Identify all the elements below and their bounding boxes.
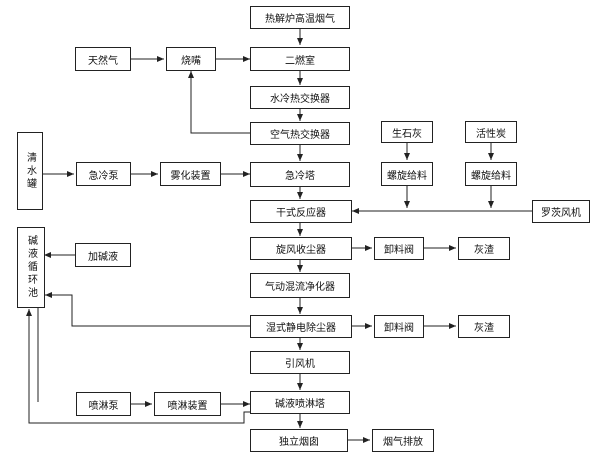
quench-tower-box: 急冷塔 (250, 162, 350, 187)
flue-gas-emission-box: 烟气排放 (372, 429, 434, 452)
quench-pump-box: 急冷泵 (76, 162, 131, 186)
spray-device-box: 喷淋装置 (154, 392, 221, 416)
air-heat-exchanger-box: 空气热交换器 (250, 122, 350, 145)
airflow-purifier-box: 气动混流净化器 (250, 273, 350, 298)
flow-arrow (26, 309, 250, 424)
discharge-valve-box: 卸料阀 (374, 237, 424, 260)
induced-fan-box: 引风机 (250, 351, 350, 374)
pyrolysis-gas-box: 热解炉高温烟气 (250, 6, 350, 29)
roots-blower-box: 罗茨风机 (532, 200, 590, 223)
screw-feeder-box: 螺旋给料 (381, 162, 433, 186)
ash-box: 灰渣 (458, 315, 510, 338)
alkali-spray-tower-box: 碱液喷淋塔 (250, 391, 350, 414)
natural-gas-box: 天然气 (75, 47, 131, 71)
activated-carbon-box: 活性炭 (465, 121, 517, 143)
quicklime-box: 生石灰 (381, 121, 433, 143)
burner-box: 烧嘴 (166, 47, 216, 71)
chimney-box: 独立烟囱 (250, 429, 348, 452)
discharge-valve-box: 卸料阀 (374, 315, 424, 338)
dry-reactor-box: 干式反应器 (250, 200, 352, 223)
add-alkali-box: 加碱液 (75, 243, 131, 267)
screw-feeder-box: 螺旋给料 (465, 162, 517, 186)
cyclone-dust-collector-box: 旋风收尘器 (250, 237, 352, 260)
atomizer-box: 雾化装置 (160, 162, 221, 186)
water-heat-exchanger-box: 水冷热交换器 (250, 86, 350, 109)
spray-pump-box: 喷淋泵 (76, 392, 131, 416)
alkali-circulation-tank-box: 碱液循环池 (17, 227, 45, 308)
flow-arrow (45, 292, 250, 327)
ash-box: 灰渣 (458, 237, 510, 260)
clear-water-tank-box: 清水罐 (17, 132, 43, 210)
secondary-chamber-box: 二燃室 (250, 47, 350, 71)
wet-esp-box: 湿式静电除尘器 (250, 315, 352, 338)
flow-arrow (188, 71, 250, 134)
